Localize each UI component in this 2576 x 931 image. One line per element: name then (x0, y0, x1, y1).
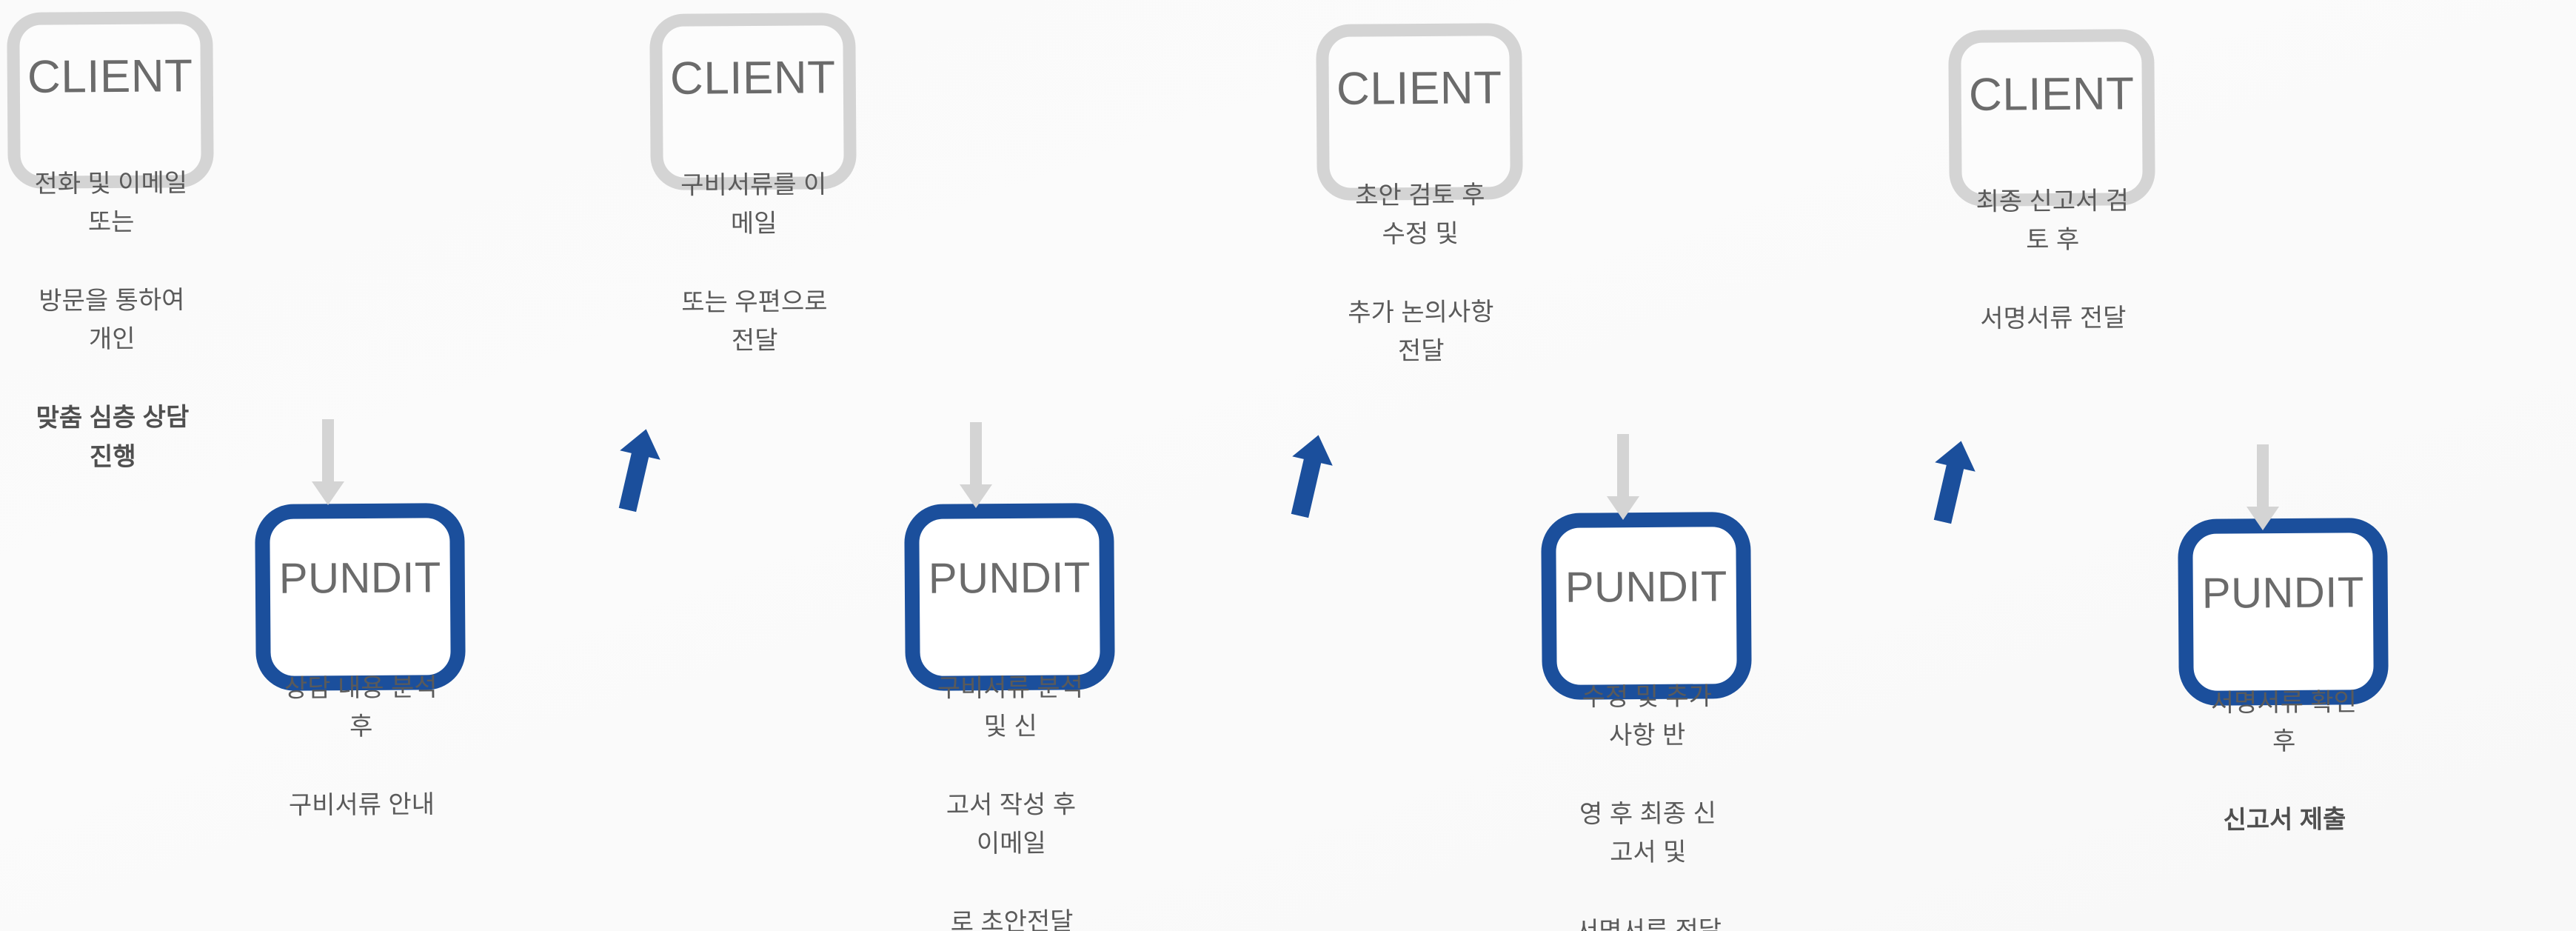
pundit-step-1-line-1: 상담 내용 분석 후 (284, 673, 438, 741)
client-step-2-role-label: CLIENT (669, 52, 836, 104)
client-step-3-card: CLIENT 초안 검토 후 수정 및 추가 논의사항 전달 (1316, 23, 1523, 366)
pundit-step-2-card: PUNDIT 구비서류 분석 및 신 고서 작성 후 이메일 로 초안전달 (904, 503, 1115, 931)
client-step-2-description: 구비서류를 이메일 또는 우편으로 전달 (663, 126, 846, 401)
client-step-2-card: CLIENT 구비서류를 이메일 또는 우편으로 전달 (649, 13, 857, 356)
client-step-4-role-label: CLIENT (1968, 68, 2135, 121)
arrow-down-client3-to-pundit3 (1607, 434, 1639, 520)
pundit-step-1-role-label: PUNDIT (278, 553, 441, 603)
client-step-4-line-1: 최종 신고서 검토 후 (1976, 186, 2130, 255)
pundit-step-2-role-label: PUNDIT (928, 553, 1091, 603)
pundit-step-3-card: PUNDIT 수정 및 추가 사항 반 영 후 최종 신고서 및 서명서류 전달 (1541, 512, 1752, 931)
pundit-step-3-line-1: 수정 및 추가 사항 반 (1582, 682, 1713, 750)
pundit-step-3-role-label: PUNDIT (1565, 562, 1727, 612)
client-step-1-description: 전화 및 이메일 또는 방문을 통하여 개인 맞춤 심층 상담 진행 (20, 124, 204, 516)
client-step-1-line-2: 방문을 통하여 개인 (39, 286, 185, 354)
pundit-step-3-description: 수정 및 추가 사항 반 영 후 최종 신고서 및 서명서류 전달 (1556, 638, 1739, 931)
pundit-step-3-line-3: 서명서류 전달 (1575, 916, 1722, 931)
pundit-step-2-line-3: 로 초안전달 (950, 907, 1074, 931)
client-step-2-line-2: 또는 우편으로 전달 (681, 287, 828, 356)
pundit-step-4-card: PUNDIT 서명서류 확인 후 신고서 제출 (2178, 518, 2389, 834)
client-step-1-card: CLIENT 전화 및 이메일 또는 방문을 통하여 개인 맞춤 심층 상담 진… (7, 11, 214, 471)
arrow-down-client2-to-pundit2 (960, 422, 992, 508)
pundit-step-3-line-2: 영 후 최종 신고서 및 (1579, 799, 1716, 867)
arrow-up-pundit2-to-client3 (1279, 430, 1339, 521)
client-step-1-role-label: CLIENT (27, 50, 193, 103)
pundit-step-2-line-2: 고서 작성 후 이메일 (946, 790, 1077, 858)
client-step-1-line-1: 전화 및 이메일 또는 (34, 168, 188, 237)
client-step-1-line-3: 맞춤 심층 상담 진행 (36, 403, 190, 471)
pundit-step-1-card: PUNDIT 상담 내용 분석 후 구비서류 안내 (255, 503, 466, 819)
pundit-step-4-line-2: 신고서 제출 (2223, 805, 2346, 835)
client-step-3-description: 초안 검토 후 수정 및 추가 논의사항 전달 (1329, 136, 1512, 411)
client-step-4-line-2: 서명서류 전달 (1980, 304, 2127, 333)
client-step-4-card: CLIENT 최종 신고서 검토 후 서명서류 전달 (1948, 29, 2155, 333)
client-step-3-line-2: 추가 논의사항 전달 (1348, 298, 1494, 366)
pundit-step-2-description: 구비서류 분석 및 신 고서 작성 후 이메일 로 초안전달 (920, 629, 1102, 931)
pundit-step-4-description: 서명서류 확인 후 신고서 제출 (2193, 644, 2375, 879)
arrow-down-client1-to-pundit1 (312, 419, 344, 505)
pundit-step-1-description: 상담 내용 분석 후 구비서류 안내 (270, 629, 452, 864)
arrow-down-client4-to-pundit4 (2247, 444, 2279, 530)
client-step-2-line-1: 구비서류를 이메일 (680, 170, 827, 238)
pundit-step-4-role-label: PUNDIT (2201, 568, 2364, 618)
arrow-up-pundit3-to-client4 (1922, 436, 1981, 527)
pundit-step-4-line-1: 서명서류 확인 후 (2210, 687, 2358, 756)
client-step-4-description: 최종 신고서 검토 후 서명서류 전달 (1961, 142, 2144, 378)
client-step-3-role-label: CLIENT (1336, 62, 1502, 115)
pundit-step-1-line-2: 구비서류 안내 (288, 790, 435, 820)
pundit-step-2-line-1: 구비서류 분석 및 신 (937, 673, 1084, 741)
client-step-3-line-1: 초안 검토 후 수정 및 (1355, 181, 1485, 249)
arrow-up-pundit1-to-client2 (607, 424, 666, 515)
